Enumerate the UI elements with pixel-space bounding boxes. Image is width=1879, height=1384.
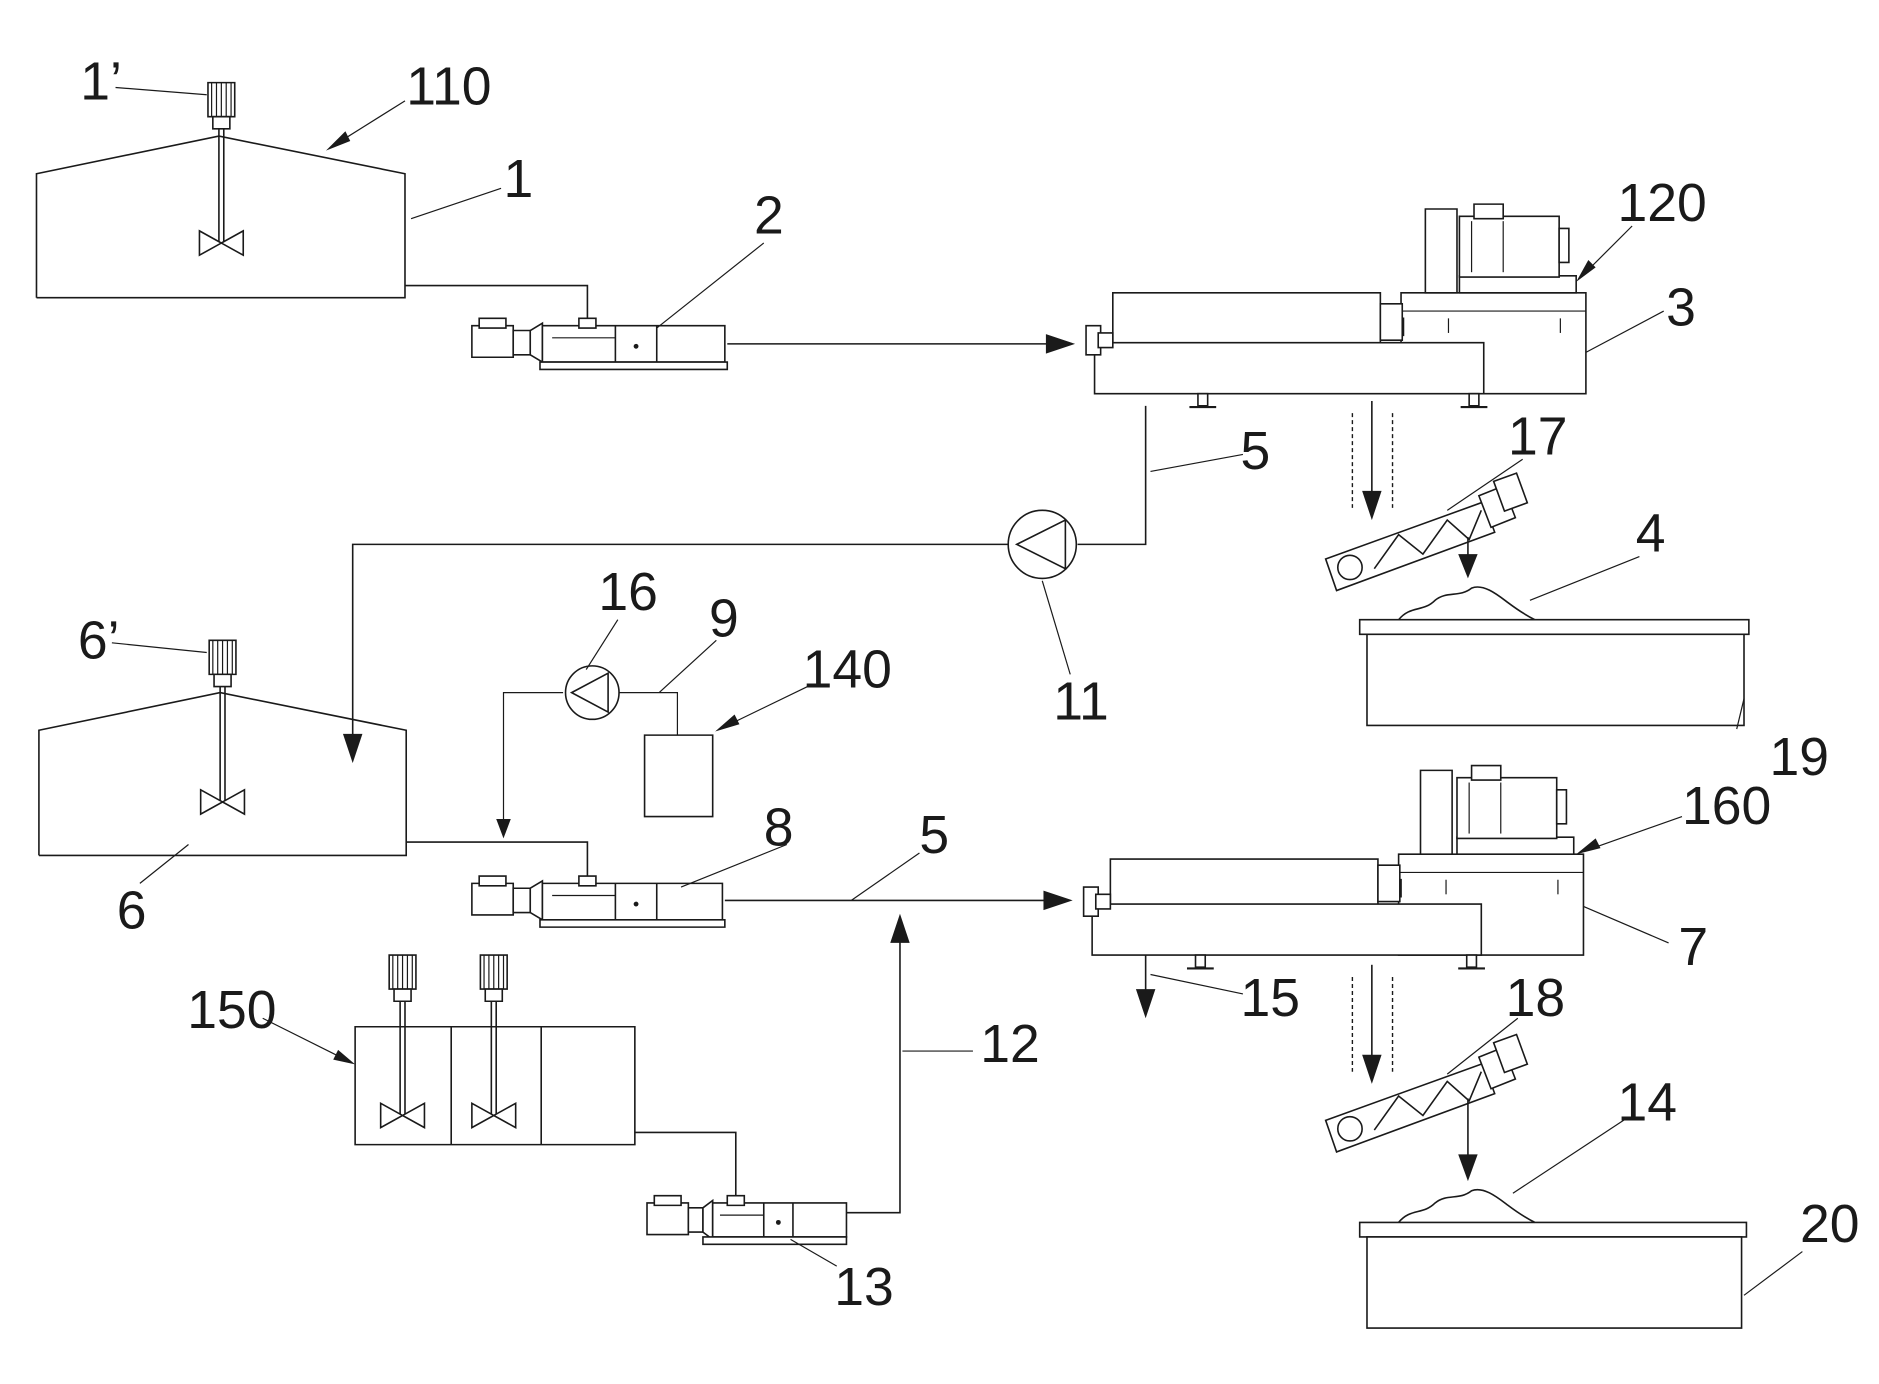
label-6-prime: 6’ — [78, 612, 120, 671]
line-to-tank-6 — [353, 544, 1009, 738]
solids-pile-14 — [1399, 1190, 1535, 1223]
solids-pile-4 — [1399, 587, 1535, 620]
label-150: 150 — [187, 981, 276, 1040]
pump-8 — [472, 876, 725, 927]
pipe-tank1-pump2 — [405, 286, 587, 319]
centrifuge-3 — [1086, 204, 1586, 407]
label-6: 6 — [117, 881, 147, 940]
label-5-upper: 5 — [1241, 422, 1271, 481]
label-110: 110 — [406, 58, 491, 117]
screw-conveyor-17 — [1326, 473, 1528, 590]
label-160: 160 — [1682, 777, 1771, 836]
label-18: 18 — [1506, 969, 1566, 1028]
label-4: 4 — [1636, 505, 1666, 564]
label-3: 3 — [1666, 279, 1696, 338]
label-2: 2 — [754, 186, 784, 245]
label-19: 19 — [1770, 728, 1830, 787]
label-1: 1 — [503, 150, 533, 209]
label-13: 13 — [834, 1258, 894, 1317]
container-140 — [645, 735, 713, 816]
label-12: 12 — [980, 1015, 1040, 1074]
line-9 — [619, 693, 677, 736]
tank-150 — [355, 1027, 635, 1145]
label-140: 140 — [803, 641, 892, 700]
label-17: 17 — [1508, 407, 1568, 466]
pump-2 — [472, 318, 727, 369]
label-16: 16 — [598, 563, 658, 622]
screw-conveyor-18 — [1326, 1034, 1528, 1151]
label-120: 120 — [1618, 174, 1707, 233]
pump-13 — [647, 1196, 846, 1245]
pump-11 — [1008, 510, 1076, 578]
pump-16 — [566, 666, 620, 719]
agitator-6 — [201, 640, 245, 814]
tank-6 — [39, 693, 406, 856]
tank-1 — [36, 136, 405, 298]
container-19 — [1360, 620, 1749, 726]
agitator-1 — [199, 83, 243, 256]
label-1-prime: 1’ — [80, 53, 122, 112]
dosing-line-16 — [503, 693, 563, 824]
label-20: 20 — [1800, 1195, 1860, 1254]
label-15: 15 — [1241, 969, 1301, 1028]
label-7: 7 — [1678, 918, 1708, 977]
label-11: 11 — [1053, 672, 1109, 731]
label-9: 9 — [709, 590, 739, 649]
flocculant-line-12 — [846, 938, 900, 1213]
label-8: 8 — [764, 799, 794, 858]
centrate-line-5 — [1078, 406, 1146, 545]
pipe-tank6-pump8 — [406, 842, 587, 877]
centrifuge-7 — [1084, 766, 1584, 969]
container-20 — [1360, 1222, 1747, 1328]
label-5-lower: 5 — [919, 806, 949, 865]
label-14: 14 — [1618, 1073, 1678, 1132]
pipe-tank150-pump13 — [635, 1132, 736, 1199]
